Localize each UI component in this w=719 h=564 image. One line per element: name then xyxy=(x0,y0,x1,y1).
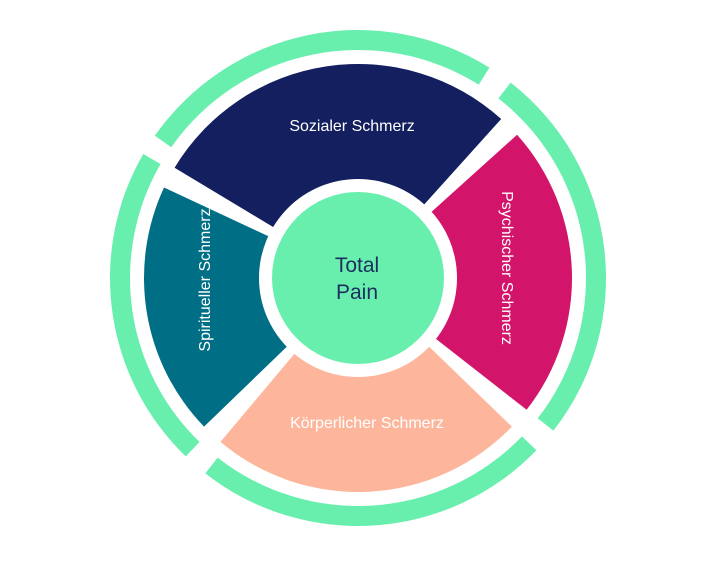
outer-ring-arc-top xyxy=(154,29,490,148)
segment-physical-pain xyxy=(220,341,512,493)
segment-spiritual-pain xyxy=(143,187,292,427)
segment-social-pain xyxy=(174,64,502,231)
label-psychic-pain: Psychischer Schmerz xyxy=(498,191,515,345)
outer-ring-arc-bottom xyxy=(205,436,537,527)
label-spiritual-pain: Spiritueller Schmerz xyxy=(197,208,214,351)
center-label-pain: Pain xyxy=(336,281,378,304)
label-physical-pain: Körperlicher Schmerz xyxy=(290,415,444,432)
center-label-total: Total xyxy=(335,254,379,277)
center-circle xyxy=(272,192,444,364)
outer-ring-arc-left xyxy=(109,154,200,457)
label-social-pain: Sozialer Schmerz xyxy=(289,118,414,135)
outer-ring-arc-right xyxy=(498,82,607,431)
segment-psychic-pain xyxy=(426,134,572,410)
